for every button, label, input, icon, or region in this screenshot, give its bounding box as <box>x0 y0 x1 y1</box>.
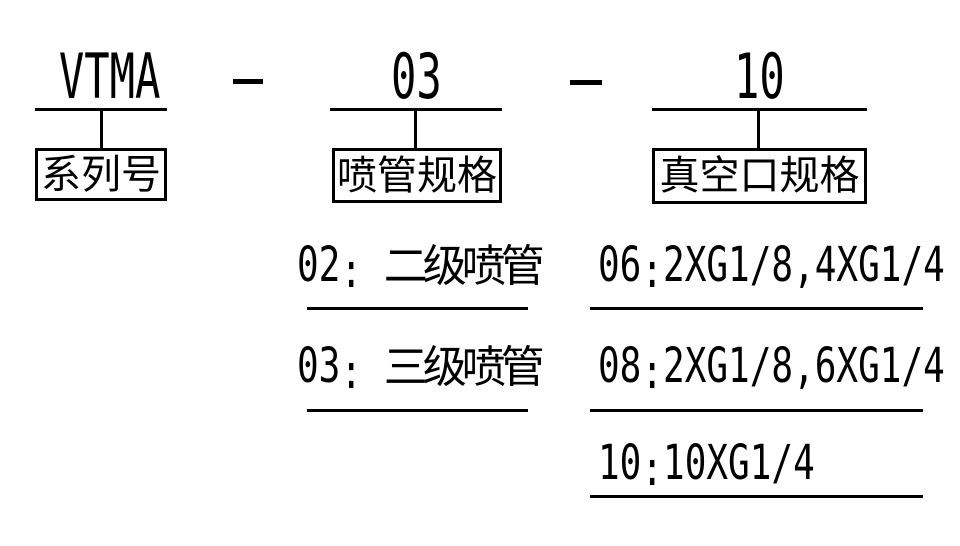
vacuum-option-text: 06:2XG1/8,4XG1/4 <box>598 237 945 300</box>
separator-dash-1 <box>233 79 263 84</box>
vacuum-option-text: 08:2XG1/8,6XG1/4 <box>598 338 945 401</box>
vacuum-underline <box>652 108 867 111</box>
nozzle-option-code: 02: <box>297 237 363 300</box>
vacuum-option-row-06: 06:2XG1/8,4XG1/4 <box>598 237 960 300</box>
vacuum-option-row-10: 10:10XG1/4 <box>598 435 887 498</box>
separator-dash-2 <box>570 80 602 85</box>
colon-mark: : <box>641 243 664 300</box>
nozzle-option-code: 03: <box>297 338 363 401</box>
vacuum-option-text: 10:10XG1/4 <box>598 435 815 498</box>
nozzle-option-desc: 二级喷管 <box>383 241 545 292</box>
vacuum-label-box: 真空口规格 <box>652 148 867 204</box>
option-divider <box>307 307 528 310</box>
nozzle-option-row-02: 02: 二级喷管 <box>297 237 545 300</box>
option-divider <box>590 495 923 498</box>
option-divider <box>590 409 923 412</box>
vacuum-code-text: 10 <box>652 46 867 108</box>
vacuum-label-text: 真空口规格 <box>659 153 860 199</box>
vacuum-connector-tick <box>757 111 760 149</box>
nozzle-underline <box>330 108 502 111</box>
series-label-box: 系列号 <box>35 148 167 201</box>
nozzle-option-row-03: 03: 三级喷管 <box>297 338 545 401</box>
option-divider <box>307 409 528 412</box>
series-code-value: VTMA <box>58 40 161 113</box>
nozzle-label-text: 喷管规格 <box>337 152 497 199</box>
colon-mark: : <box>641 344 664 401</box>
vacuum-option-row-08: 08:2XG1/8,6XG1/4 <box>598 338 960 401</box>
series-code-text: VTMA <box>35 46 167 108</box>
colon-mark: : <box>340 344 363 401</box>
colon-mark: : <box>641 441 664 498</box>
nozzle-connector-tick <box>414 111 417 148</box>
nozzle-code-text: 03 <box>330 46 502 108</box>
nozzle-label-box: 喷管规格 <box>332 148 502 203</box>
series-underline <box>35 108 167 111</box>
option-divider <box>590 307 923 310</box>
nozzle-code-value: 03 <box>390 40 442 113</box>
colon-mark: : <box>340 243 363 300</box>
nozzle-option-desc: 三级喷管 <box>383 342 545 393</box>
series-connector-tick <box>100 111 103 148</box>
vacuum-code-value: 10 <box>734 40 785 113</box>
series-label-text: 系列号 <box>41 151 161 198</box>
